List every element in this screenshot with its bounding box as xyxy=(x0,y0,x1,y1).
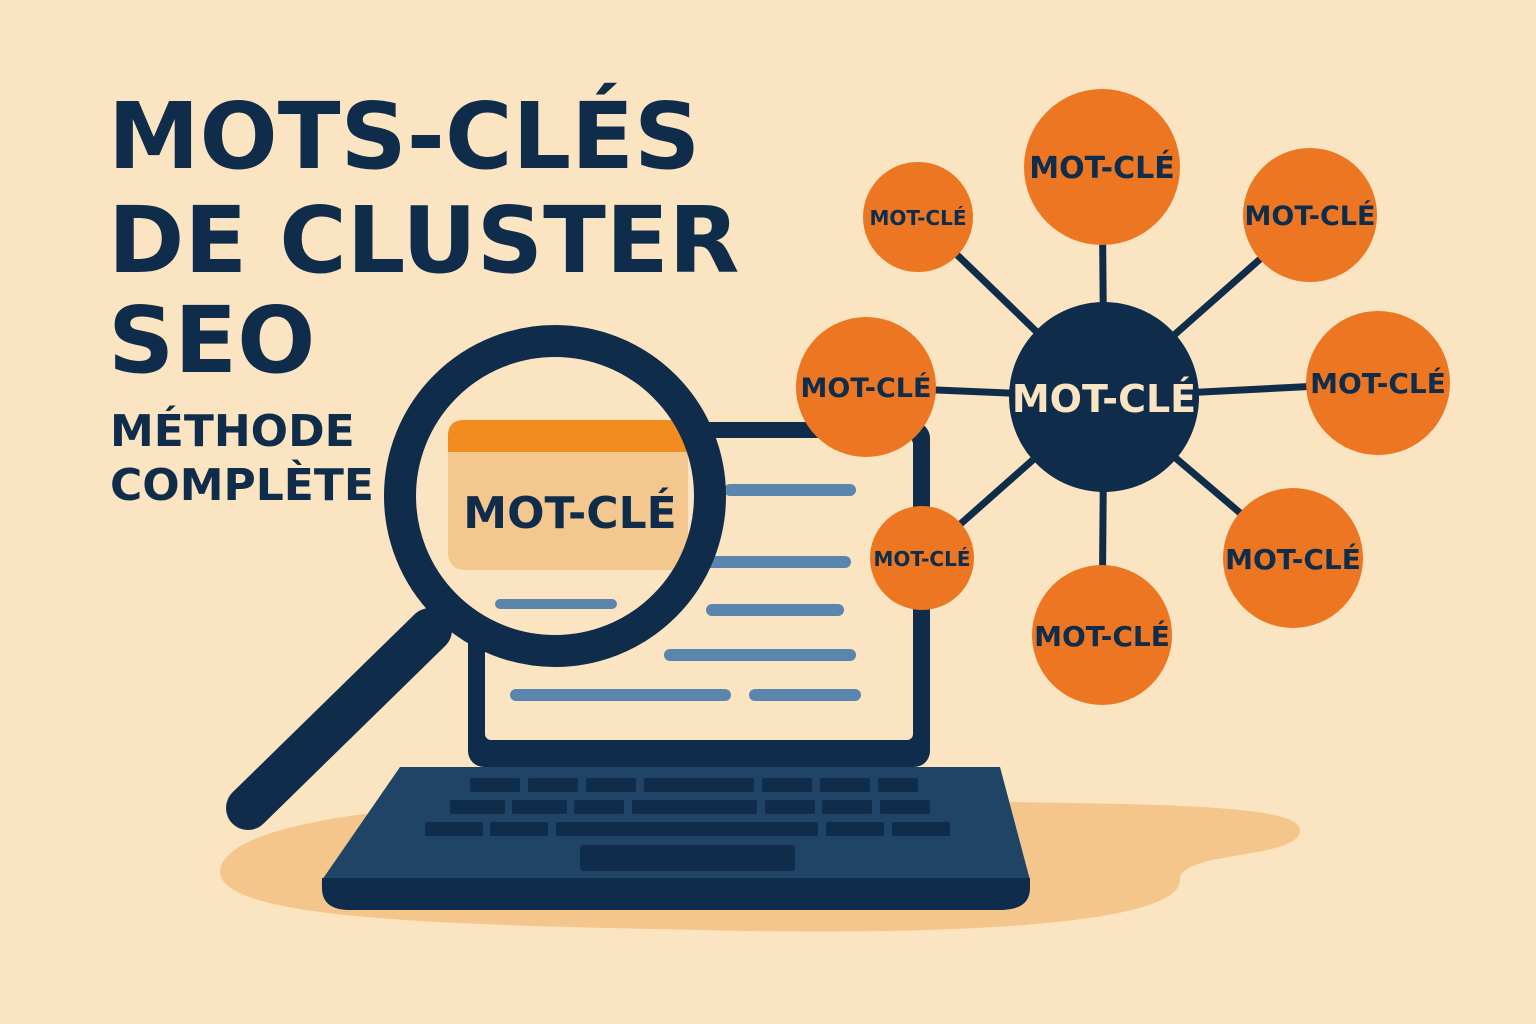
cluster-node: MOT-CLÉ xyxy=(1243,148,1377,282)
cluster-center-node: MOT-CLÉ xyxy=(1009,302,1199,492)
search-box-label: MOT-CLÉ xyxy=(463,486,676,539)
cluster-node: MOT-CLÉ xyxy=(1032,565,1172,705)
node-label: MOT-CLÉ xyxy=(870,206,967,230)
cluster-node: MOT-CLÉ xyxy=(1306,311,1450,455)
node-label: MOT-CLÉ xyxy=(801,372,932,404)
cluster-node: MOT-CLÉ xyxy=(870,506,974,610)
subtitle-line-2: COMPLÈTE xyxy=(110,458,374,511)
title-line-2: DE CLUSTER xyxy=(108,187,740,294)
cluster-node: MOT-CLÉ xyxy=(796,317,936,457)
node-label: MOT-CLÉ xyxy=(1029,150,1175,186)
keyboard-keys xyxy=(425,778,950,871)
node-label: MOT-CLÉ xyxy=(874,547,971,571)
node-label: MOT-CLÉ xyxy=(1034,619,1170,653)
cluster-node: MOT-CLÉ xyxy=(1024,89,1180,245)
node-label: MOT-CLÉ xyxy=(1245,200,1376,232)
center-node-label: MOT-CLÉ xyxy=(1012,377,1196,421)
title-line-3: SEO xyxy=(108,287,315,394)
cluster-node: MOT-CLÉ xyxy=(863,162,973,272)
node-label: MOT-CLÉ xyxy=(1225,542,1361,576)
subtitle-line-1: MÉTHODE xyxy=(110,404,355,457)
title-line-1: MOTS-CLÉS xyxy=(108,82,700,190)
screen-text-lines xyxy=(494,484,861,701)
cluster-node: MOT-CLÉ xyxy=(1223,488,1363,628)
magnifier-icon: MOT-CLÉ xyxy=(226,325,726,830)
node-label: MOT-CLÉ xyxy=(1310,366,1446,400)
